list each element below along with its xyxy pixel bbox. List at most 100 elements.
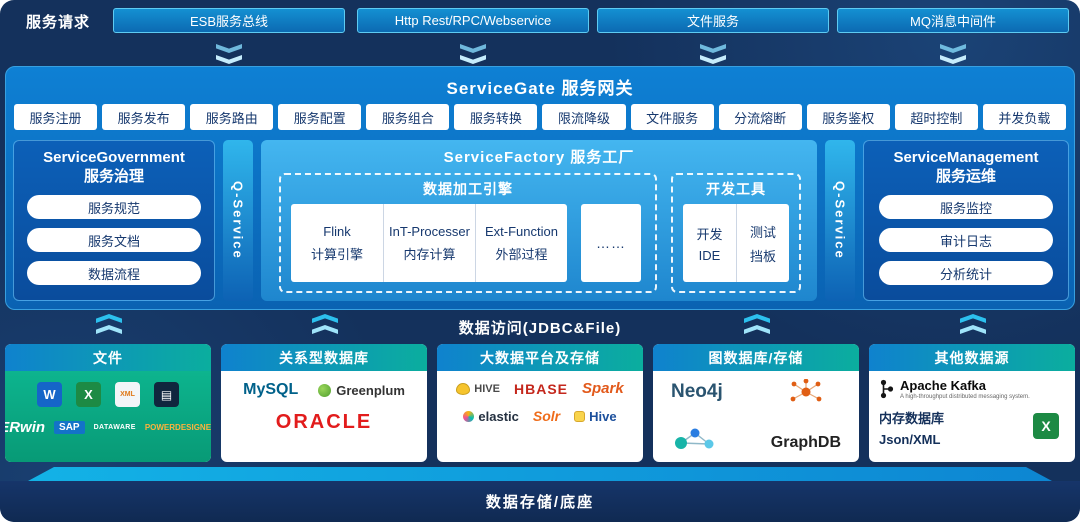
chevron-shape [216,44,242,53]
service-government-panel: ServiceGovernment 服务治理 服务规范 服务文档 数据流程 [13,140,215,301]
gateway-feature-box: 服务路由 [190,104,274,130]
data-access-label: 数据访问(JDBC&File) [458,320,622,337]
datasource-graph: 图数据库/存储 Neo4j [653,344,859,462]
governance-item: 服务文档 [27,228,201,253]
gateway-feature-box: 服务鉴权 [806,104,890,130]
elastic-icon [463,410,475,422]
xml-file-icon: XML [115,382,140,407]
service-request-label: 服务请求 [26,14,91,31]
channel-file-service: 文件服务 [597,8,829,33]
chevron-shape [460,44,486,53]
neo4j-logo: Neo4j [671,381,723,402]
arrow-down-icon [700,44,726,64]
datasource-bigdata-body: HIVE HBASE Spark elastic Solr Hive [437,371,643,462]
datasource-files-header: 文件 [5,344,211,371]
engine-cell-flink: Flink 计算引擎 [291,204,383,282]
data-engine-panel: 数据加工引擎 Flink 计算引擎 InT-Processer 内存计算 Ext… [279,173,657,293]
gateway-feature-box: 服务发布 [102,104,186,130]
mysql-logo: MySQL [243,381,299,398]
gateway-feature-box: 服务配置 [278,104,362,130]
service-government-title-en: ServiceGovernment [43,149,185,166]
arrow-up-icon [960,314,986,334]
engine-cell-line: InT-Processer [389,223,470,239]
dev-cell-line: 测试 [749,224,776,240]
dev-tools-cells: 开发 IDE 测试 挡板 [683,204,789,282]
elastic-logo: elastic [463,409,519,424]
service-government-title: ServiceGovernment 服务治理 [14,141,214,186]
neo4j-block: Neo4j [671,379,723,452]
channel-mq: MQ消息中间件 [837,8,1069,33]
datasource-other-body: Apache Kafka A high-throughput distribut… [869,371,1075,462]
chevron-shape [312,314,338,323]
datasource-files: 文件 W X XML ▤ ERwin SAP DATAWARE POWERDES… [5,344,211,462]
hive-blue-logo: Hive [574,408,617,424]
datasource-other: 其他数据源 Apache Kafka A high-throughput dis… [869,344,1075,462]
bigdata-logos-row: HIVE HBASE Spark [437,380,643,397]
datasource-other-header: 其他数据源 [869,344,1075,371]
dataware-logo: DATAWARE [93,424,136,431]
management-item: 审计日志 [879,228,1053,253]
hive-logo: HIVE [456,382,500,395]
chevron-shape [460,55,486,64]
dev-cell-group: 开发 IDE 测试 挡板 [683,204,789,282]
oracle-logo: ORACLE [275,411,373,433]
graphdb-icon [790,379,822,402]
management-items: 服务监控 审计日志 分析统计 [864,195,1068,286]
hive-blue-text: Hive [589,408,617,424]
dev-cell-line: IDE [698,247,721,263]
governance-item: 服务规范 [27,195,201,220]
gateway-feature-box: 并发负载 [982,104,1066,130]
engine-cell-ext-function: Ext-Function 外部过程 [475,204,567,282]
chevron-shape [960,314,986,323]
engine-cell-line: Flink [323,223,351,239]
dev-tools-title: 开发工具 [706,181,766,197]
datasource-relational: 关系型数据库 MySQL Greenplum ORACLE [221,344,427,462]
arrow-down-icon [216,44,242,64]
kafka-icon [880,379,894,399]
memory-db-label: 内存数据库 [879,411,945,426]
relational-logos-row: MySQL Greenplum [221,381,427,399]
chevron-shape [960,325,986,334]
storage-base-bar: 数据存储/底座 [0,481,1080,522]
arrow-up-icon [744,314,770,334]
data-file-icon: ▤ [154,382,179,407]
storage-platform-shape [28,467,1052,481]
service-management-title-cn: 服务运维 [935,168,996,186]
engine-cell-group: Flink 计算引擎 InT-Processer 内存计算 Ext-Functi… [291,204,567,282]
file-icons-row: W X XML ▤ [5,371,211,407]
chevron-shape [700,44,726,53]
sap-logo: SAP [54,421,85,434]
channel-http-rest: Http Rest/RPC/Webservice [357,8,589,33]
dev-cell-line: 挡板 [749,248,776,264]
chevron-shape [744,314,770,323]
hive-text: HIVE [474,382,500,395]
service-management-title-en: ServiceManagement [893,149,1039,166]
datasource-bigdata-header: 大数据平台及存储 [437,344,643,371]
bigdata-logos-row: elastic Solr Hive [437,408,643,424]
chevron-shape [744,325,770,334]
q-service-strip-left: Q-Service [223,140,253,301]
datasource-relational-body: MySQL Greenplum ORACLE [221,371,427,462]
service-factory-title: ServiceFactory 服务工厂 [443,149,635,166]
powerdesigner-logo: POWERDESIGNER [144,423,211,432]
gateway-feature-box: 文件服务 [630,104,714,130]
excel-icon: X [1033,413,1059,439]
kafka-texts: Apache Kafka A high-throughput distribut… [900,378,1030,400]
datasource-graph-header: 图数据库/存储 [653,344,859,371]
dev-cell-ide: 开发 IDE [683,204,736,282]
gateway-feature-box: 限流降级 [542,104,626,130]
datasource-graph-body: Neo4j GraphDB [653,371,859,462]
engine-cell-line: 外部过程 [495,246,548,262]
excel-icon: X [76,382,101,407]
engine-more-box: …… [581,204,641,282]
chevron-shape [216,55,242,64]
gateway-feature-box: 服务注册 [14,104,98,130]
greenplum-text: Greenplum [336,382,405,398]
arrow-down-icon [940,44,966,64]
arrow-up-icon [312,314,338,334]
engine-cell-line: 计算引擎 [310,246,363,262]
chevron-shape [700,55,726,64]
datasource-relational-header: 关系型数据库 [221,344,427,371]
governance-items: 服务规范 服务文档 数据流程 [14,195,214,286]
arrow-up-icon [96,314,122,334]
